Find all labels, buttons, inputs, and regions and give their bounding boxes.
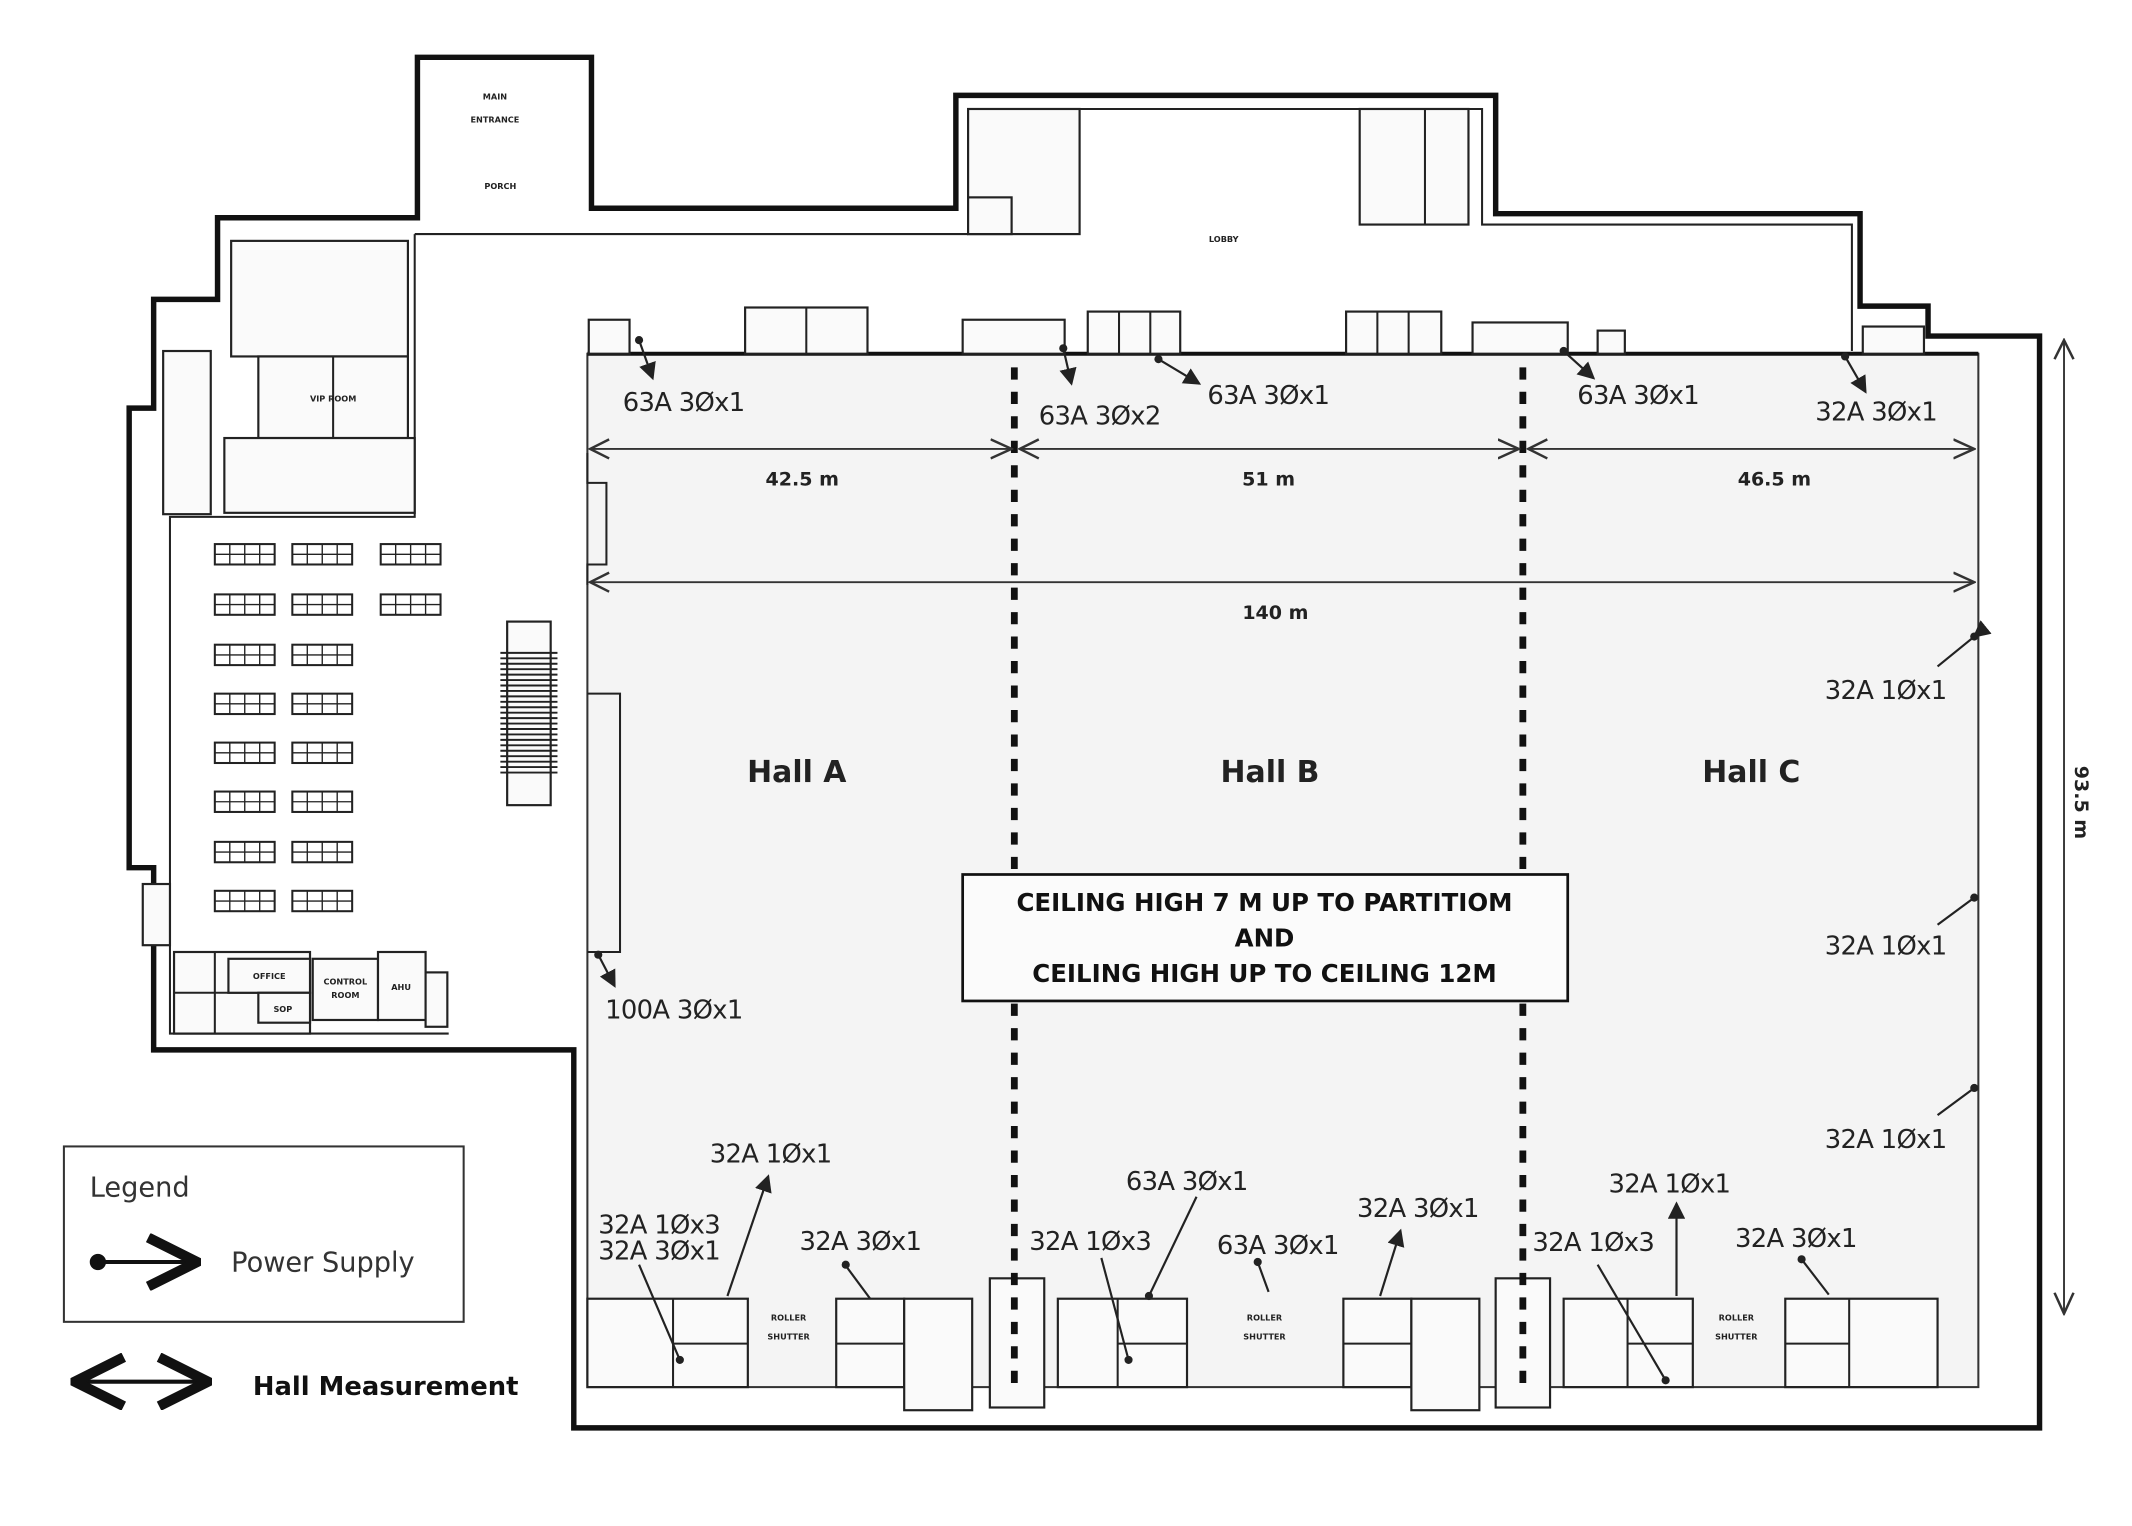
hall-c-label: Hall C <box>1702 755 1800 790</box>
power-label: 32A 1Øx1 <box>1609 1170 1731 1200</box>
power-label: 32A 3Øx1 <box>1735 1224 1857 1254</box>
power-label: 32A 3Øx1 <box>800 1227 922 1257</box>
bottom-service-rooms: ROLLER SHUTTER ROLLER SHUTTER ROLLER SHU… <box>586 1277 1939 1412</box>
power-label: 32A 1Øx1 <box>1825 676 1947 706</box>
ceiling-note-line1: CEILING HIGH 7 M UP TO PARTITIOM <box>1016 888 1512 917</box>
roller-shutter-label: ROLLER <box>1719 1312 1755 1322</box>
table-divider <box>214 890 275 912</box>
table-divider <box>292 791 353 812</box>
lobby-label: LOBBY <box>1209 234 1239 244</box>
sop-label: SOP <box>273 1004 292 1014</box>
legend-power-supply: Power Supply <box>231 1248 414 1279</box>
power-label: 32A 3Øx1 <box>598 1236 720 1266</box>
hall-a-label: Hall A <box>747 755 846 790</box>
power-label: 32A 1Øx3 <box>1532 1228 1654 1258</box>
power-label: 32A 1Øx1 <box>710 1140 832 1170</box>
table-divider <box>214 544 275 565</box>
table-divider <box>292 644 353 666</box>
hall-b-label: Hall B <box>1220 755 1319 790</box>
power-label: 32A 1Øx1 <box>1825 1125 1947 1155</box>
power-label: 32A 1Øx3 <box>598 1210 720 1240</box>
power-label: 32A 1Øx3 <box>1029 1227 1151 1257</box>
table-divider <box>292 544 353 565</box>
power-label: 63A 3Øx1 <box>1126 1167 1248 1197</box>
main-entrance-label-2: ENTRANCE <box>470 115 519 125</box>
power-label: 32A 3Øx1 <box>1357 1194 1479 1224</box>
power-label: 100A 3Øx1 <box>605 996 743 1026</box>
ceiling-note-line2: AND <box>1235 924 1295 953</box>
hall-a-width: 42.5 m <box>766 469 839 491</box>
table-divider <box>214 791 275 812</box>
vip-room-label: VIP ROOM <box>310 393 356 403</box>
table-divider <box>380 594 441 615</box>
power-supply-labels: 63A 3Øx1 63A 3Øx2 63A 3Øx1 63A 3Øx1 32A … <box>598 381 1947 1266</box>
roller-shutter-label: ROLLER <box>1247 1312 1283 1322</box>
building-outline <box>126 54 2043 1431</box>
escalator <box>500 620 558 807</box>
table-divider <box>214 742 275 763</box>
office-label: OFFICE <box>253 971 286 981</box>
roller-shutter-label-2: SHUTTER <box>767 1332 810 1342</box>
hall-dimensions: 42.5 m 51 m 46.5 m 140 m 93.5 m <box>590 340 2092 1314</box>
left-wing-rooms: VIP ROOM OFFICE SOP CONTROL ROOM AHU <box>141 239 449 1035</box>
roller-shutter-label-2: SHUTTER <box>1715 1332 1758 1342</box>
power-label: 63A 3Øx1 <box>623 388 745 418</box>
legend: Legend Power Supply <box>62 1145 465 1323</box>
table-divider <box>380 544 441 565</box>
power-label: 32A 3Øx1 <box>1815 397 1937 427</box>
legend-hall-measurement: Hall Measurement <box>253 1372 519 1402</box>
control-room-label: CONTROL <box>324 977 368 987</box>
hall-b-width: 51 m <box>1242 469 1295 491</box>
overall-depth: 93.5 m <box>2070 766 2092 839</box>
table-divider <box>214 644 275 666</box>
table-divider <box>292 841 353 863</box>
roller-shutter-label-2: SHUTTER <box>1243 1332 1286 1342</box>
table-divider <box>214 693 275 715</box>
table-divider <box>292 594 353 615</box>
seating-tables <box>213 543 442 913</box>
power-label: 63A 3Øx1 <box>1207 381 1329 411</box>
exhibition-hall-floor <box>586 352 1980 1389</box>
table-divider <box>292 742 353 763</box>
table-divider <box>292 890 353 912</box>
overall-length: 140 m <box>1242 602 1308 624</box>
hall-c-width: 46.5 m <box>1738 469 1811 491</box>
power-label: 32A 1Øx1 <box>1825 932 1947 962</box>
power-label: 63A 3Øx1 <box>1217 1231 1339 1261</box>
power-label: 63A 3Øx1 <box>1577 381 1699 411</box>
power-supply-leaders <box>594 336 1992 1385</box>
table-divider <box>214 594 275 615</box>
main-entrance-label: MAIN <box>483 91 507 101</box>
power-label: 63A 3Øx2 <box>1039 401 1161 431</box>
ceiling-note: CEILING HIGH 7 M UP TO PARTITIOM AND CEI… <box>961 873 1570 1003</box>
top-service-rooms <box>587 107 1926 355</box>
ceiling-note-line3: CEILING HIGH UP TO CEILING 12M <box>1032 959 1497 988</box>
legend-title: Legend <box>90 1173 190 1204</box>
table-divider <box>292 693 353 715</box>
table-divider <box>214 841 275 863</box>
control-room-label-2: ROOM <box>331 990 359 1000</box>
ahu-label: AHU <box>391 982 411 992</box>
roller-shutter-label: ROLLER <box>771 1312 807 1322</box>
porch-label: PORCH <box>484 181 516 191</box>
